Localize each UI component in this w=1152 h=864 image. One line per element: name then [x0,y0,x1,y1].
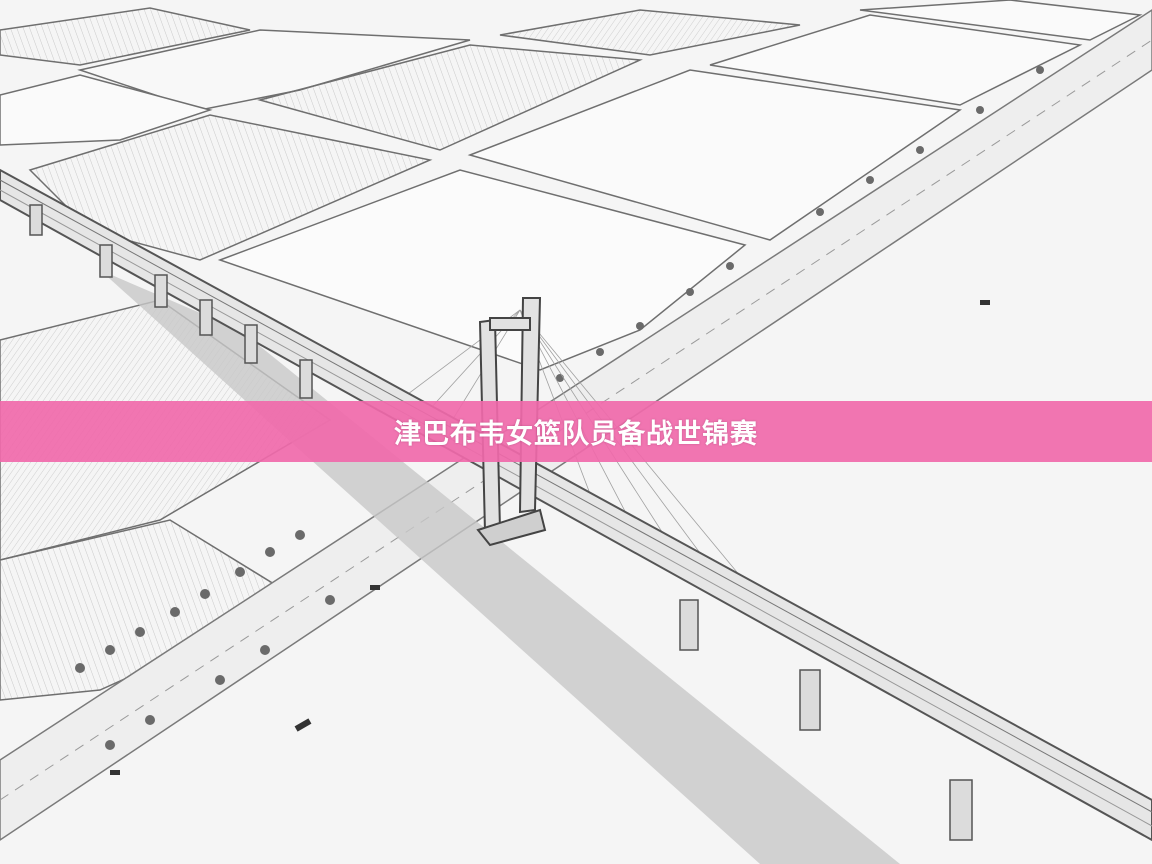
headline-banner: 津巴布韦女篮队员备战世锦赛 [0,401,1152,462]
bridge-deck [0,168,1152,842]
tree-line [75,66,1044,750]
headline-title: 津巴布韦女篮队员备战世锦赛 [394,419,758,450]
vehicles [110,300,990,775]
bridge-piers [29,204,973,841]
